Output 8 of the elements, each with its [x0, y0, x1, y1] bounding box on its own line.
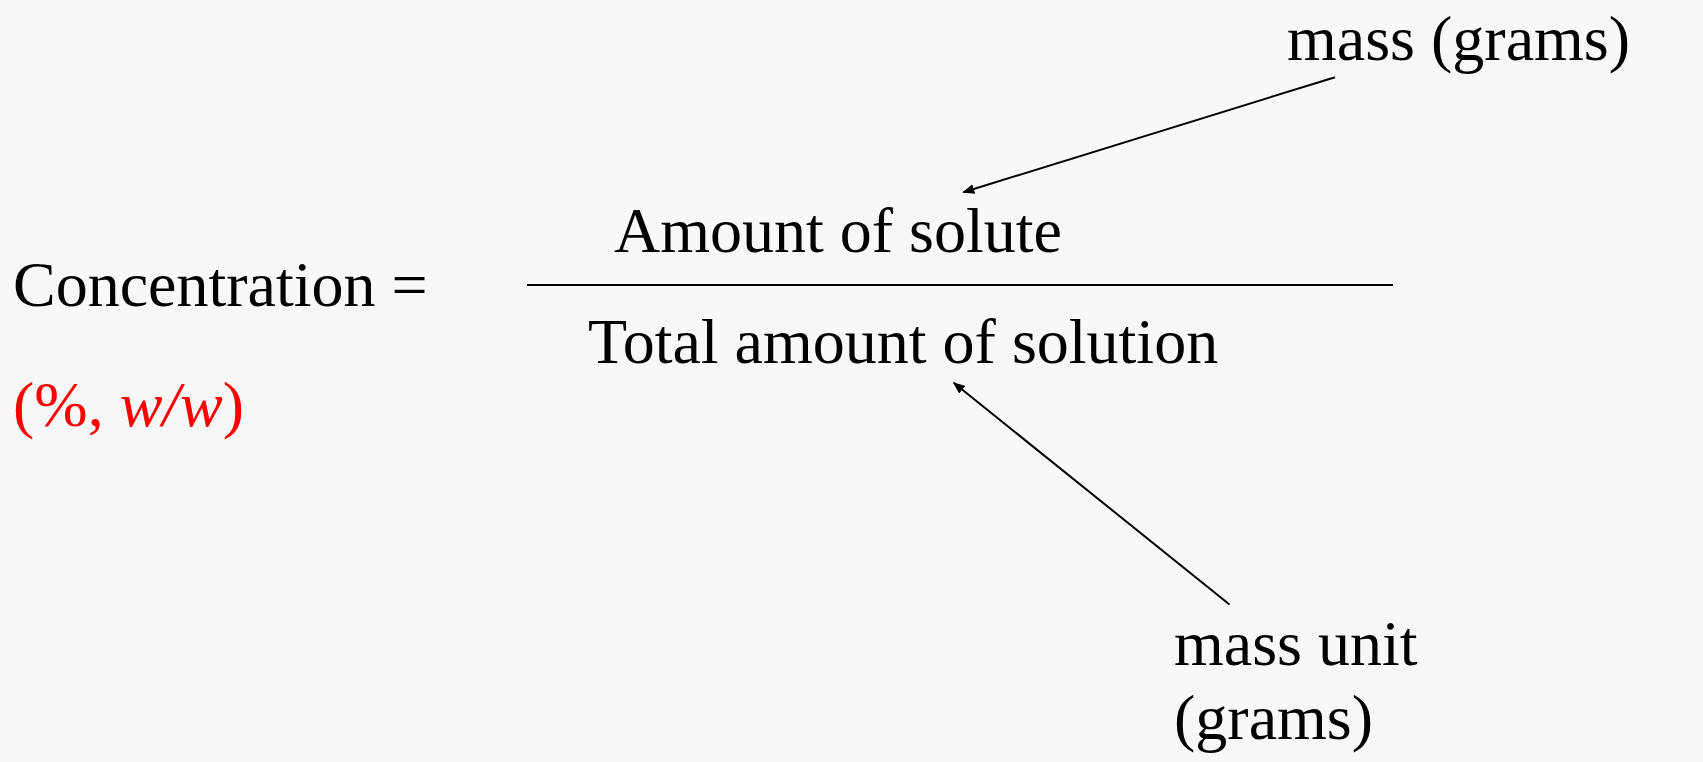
formula-term: Amount of solute: [614, 194, 1062, 268]
leader-arrow: [952, 381, 1231, 606]
formula-label: Concentration =: [13, 248, 428, 322]
leader-arrow: [962, 76, 1337, 194]
formula-term: mass unit (grams): [1174, 607, 1474, 755]
formula-term: Total amount of solution: [588, 305, 1219, 379]
unit-note: (%, w/w): [13, 368, 245, 442]
formula-term: mass (grams): [1287, 2, 1631, 76]
